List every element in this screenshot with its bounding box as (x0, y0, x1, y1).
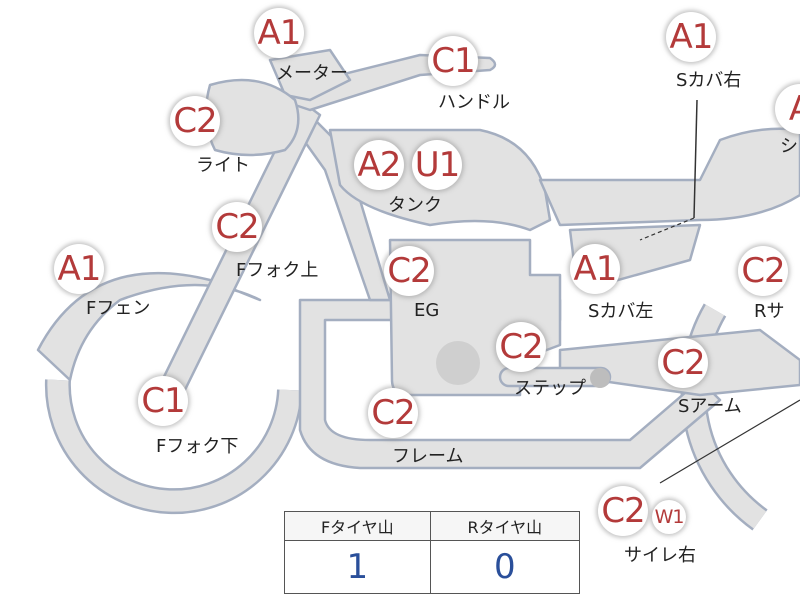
side-cover-right-label: Sカバ右 (676, 70, 742, 91)
tank-code-2: U1 (414, 145, 461, 185)
meter-code: A1 (257, 13, 302, 53)
muffler-right-label: サイレ右 (624, 545, 696, 566)
swing-arm-code-badge: C2 (658, 338, 708, 388)
fork-lower-code: C1 (141, 381, 185, 421)
muffler-right-code: C2 (601, 491, 645, 531)
frame-code: C2 (371, 393, 415, 433)
table-header-front-tire: Fタイヤ山 (284, 511, 431, 541)
meter-shape (268, 48, 352, 102)
front-fender-label: Fフェン (86, 298, 151, 319)
step-label: ステップ (514, 378, 586, 399)
engine-label: EG (414, 300, 440, 321)
fork-lower-code-badge: C1 (138, 376, 188, 426)
front-tire-tread-value: 1 (284, 540, 431, 594)
muffler-right-code-2: W1 (654, 505, 685, 528)
fork-upper-label: Fフォク上 (236, 260, 319, 281)
seat-label: シ (780, 136, 798, 157)
frame-label: フレーム (392, 446, 464, 467)
light-code-badge: C2 (170, 96, 220, 146)
step-code: C2 (499, 327, 543, 367)
light-code: C2 (173, 101, 217, 141)
step-code-badge: C2 (496, 322, 546, 372)
table-header-row: Fタイヤ山 Rタイヤ山 (284, 511, 581, 541)
table-header-rear-tire: Rタイヤ山 (429, 511, 581, 541)
tank-label: タンク (388, 195, 442, 216)
frame-code-badge: C2 (368, 388, 418, 438)
tank-code-1: A2 (357, 145, 402, 185)
seat-code: A (789, 92, 800, 126)
engine-code-badge: C2 (384, 246, 434, 296)
engine-code: C2 (387, 251, 431, 291)
seat-shape (538, 127, 800, 227)
tank-code-badge-1: A2 (354, 140, 404, 190)
muffler-right-code-badge-2: W1 (652, 500, 686, 534)
side-cover-left-label: Sカバ左 (588, 301, 654, 322)
muffler-right-code-badge: C2 (598, 486, 648, 536)
side-cover-right-code-badge: A1 (666, 12, 716, 62)
tire-tread-table: Fタイヤ山 Rタイヤ山 1 0 (284, 511, 581, 594)
fork-upper-code-badge: C2 (212, 202, 262, 252)
light-label: ライト (196, 155, 250, 176)
fork-upper-code: C2 (215, 207, 259, 247)
swing-arm-label: Sアーム (678, 396, 742, 417)
side-cover-left-code: A1 (573, 249, 618, 289)
swing-arm-code: C2 (661, 343, 705, 383)
handle-code-badge: C1 (428, 36, 478, 86)
tank-code-badge-2: U1 (412, 140, 462, 190)
meter-label: メーター (276, 63, 348, 84)
meter-code-badge: A1 (254, 8, 304, 58)
handle-code: C1 (431, 41, 475, 81)
fork-lower-label: Fフォク下 (156, 436, 239, 457)
handle-label: ハンドル (438, 92, 510, 113)
rear-sus-code-badge: C2 (738, 246, 788, 296)
rear-sus-label: Rサ (754, 301, 785, 322)
side-cover-right-code: A1 (669, 17, 714, 57)
side-cover-left-code-badge: A1 (570, 244, 620, 294)
step-shape (498, 366, 612, 388)
front-fender-code-badge: A1 (54, 244, 104, 294)
rear-sus-code: C2 (741, 251, 785, 291)
table-value-row: 1 0 (284, 540, 581, 594)
rear-tire-tread-value: 0 (429, 540, 581, 594)
front-fender-code: A1 (57, 249, 102, 289)
